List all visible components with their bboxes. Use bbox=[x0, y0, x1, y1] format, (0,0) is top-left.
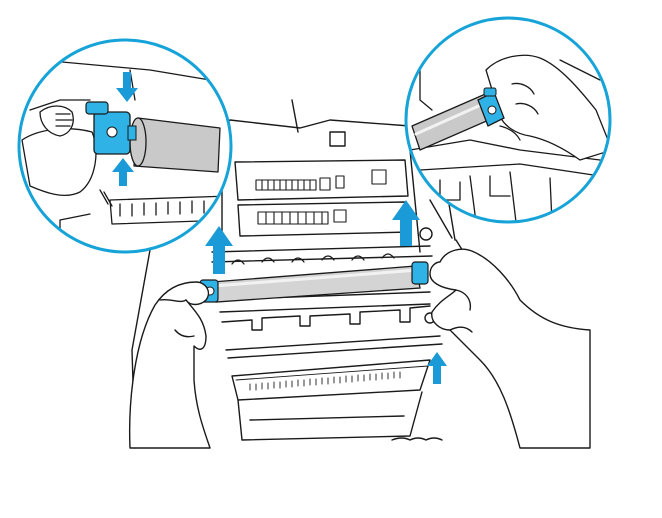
left-detail-callout bbox=[17, 38, 233, 254]
hands bbox=[129, 248, 591, 449]
arrow-up-icon bbox=[392, 200, 420, 246]
printer-body bbox=[131, 99, 521, 449]
left-hand bbox=[129, 281, 211, 449]
roller-latch-detail bbox=[85, 101, 137, 155]
right-detail-callout bbox=[404, 16, 612, 224]
arrow-up-icon bbox=[427, 352, 447, 384]
arrow-up-icon bbox=[112, 158, 134, 186]
main-arrows bbox=[205, 200, 447, 384]
right-hand bbox=[429, 248, 591, 449]
roller-end-cap-right bbox=[411, 261, 429, 285]
arrow-up-icon bbox=[205, 226, 233, 274]
arrow-down-icon bbox=[116, 72, 138, 102]
roller-end-cap-detail bbox=[477, 87, 505, 127]
